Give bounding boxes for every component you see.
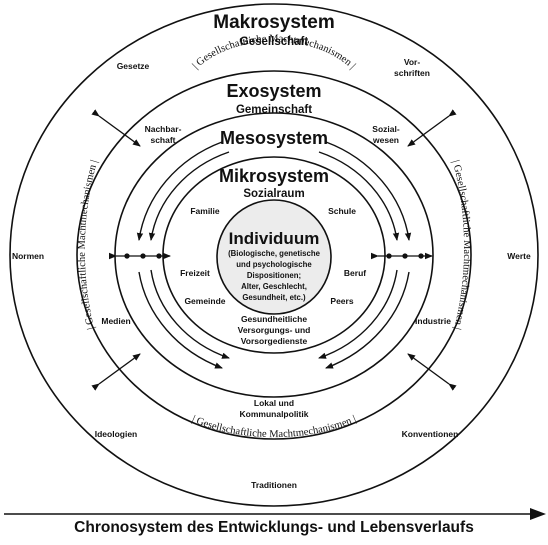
label-sozialwesen-2: wesen [372,135,399,145]
label-konventionen: Konventionen [402,429,459,439]
meso-arcs [136,141,412,369]
label-gesetze: Gesetze [117,61,150,71]
horizontal-connectors [109,252,433,260]
ring-exosystem [76,70,472,440]
label-vorschriften-2: schriften [394,68,430,78]
individuum-line-4: Alter, Geschlecht, [241,282,307,291]
exosystem-subtitle: Gemeinschaft [236,104,312,116]
chronosystem-arrow [4,508,546,520]
label-nachbarschaft-2: schaft [150,135,175,145]
ring-makrosystem [9,3,539,507]
machtmechanismen-left: | Gesellschaftliche Machtmechanismen | [77,159,100,331]
label-vorschriften-1: Vor- [404,57,421,67]
label-versorgung-1: Gesundheitliche [241,314,307,324]
chronosystem-title: Chronosystem des Entwicklungs- und Leben… [74,519,474,536]
mikrosystem-subtitle: Sozialraum [243,188,304,200]
individuum-title: Individuum [229,229,320,248]
diagonal-connectors [91,109,457,391]
individuum-line-2: und psychologische [236,260,312,269]
label-nachbarschaft-1: Nachbar- [145,124,182,134]
label-traditionen: Traditionen [251,480,297,490]
label-normen: Normen [12,251,44,261]
label-versorgung-3: Vorsorgedienste [241,336,308,346]
label-peers: Peers [330,296,353,306]
label-gemeinde: Gemeinde [184,296,225,306]
label-schule: Schule [328,206,356,216]
label-werte: Werte [507,251,531,261]
label-ideologien: Ideologien [95,429,138,439]
label-freizeit: Freizeit [180,268,210,278]
label-beruf: Beruf [344,268,366,278]
exosystem-title: Exosystem [226,81,321,101]
machtmechanismen-right: | Gesellschaftliche Machtmechanismen | [450,159,473,331]
label-versorgung-2: Versorgungs- und [238,325,311,335]
label-familie: Familie [190,206,220,216]
label-medien: Medien [101,316,130,326]
individuum-line-1: (Biologische, genetische [228,249,321,258]
label-kommunalpolitik-1: Lokal und [254,398,294,408]
mesosystem-title: Mesosystem [220,128,328,148]
makrosystem-title: Makrosystem [213,12,334,33]
label-kommunalpolitik-2: Kommunalpolitik [240,409,309,419]
makrosystem-subtitle: Gesellschaft [240,36,309,48]
machtmechanismen-top: | Gesellschaftliche Machtmechanismen | [191,33,358,71]
individuum-line-5: Gesundheit, etc.) [242,293,306,302]
label-industrie: Industrie [415,316,451,326]
individuum-line-3: Dispositionen; [247,271,301,280]
mikrosystem-title: Mikrosystem [219,166,329,186]
label-sozialwesen-1: Sozial- [372,124,400,134]
circle-individuum [216,199,332,315]
